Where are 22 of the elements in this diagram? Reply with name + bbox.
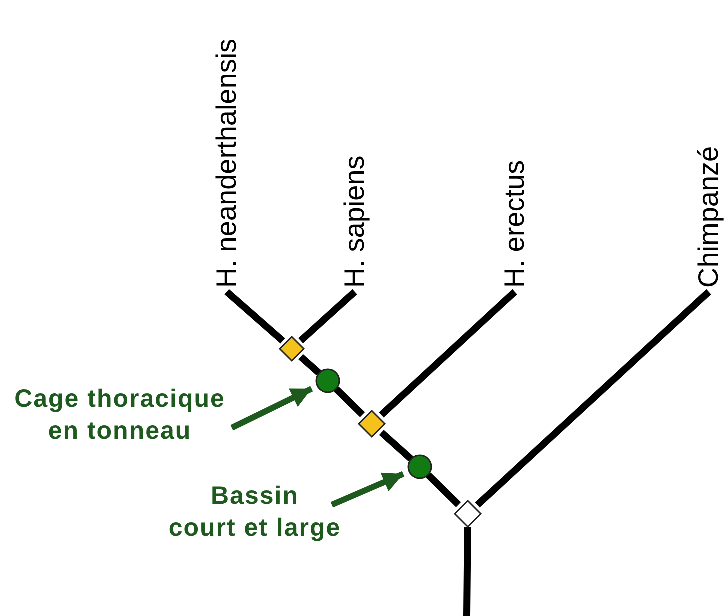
branch-line (334, 386, 366, 418)
species-label: H. sapiens (342, 156, 368, 288)
trait-label: Cage thoracique en tonneau (0, 383, 240, 447)
branch-line (379, 289, 518, 418)
trait-dot (316, 368, 340, 394)
node-diamond (454, 500, 482, 528)
species-label: H. erectus (502, 160, 528, 288)
trait-label: Bassin court et large (160, 480, 350, 544)
branch-line (298, 289, 358, 344)
branch-line (298, 354, 322, 376)
species-label: Chimpanzé (696, 146, 722, 288)
arrow (330, 471, 405, 508)
branch-line (475, 289, 712, 508)
branch-line (426, 472, 462, 508)
node-diamond (358, 410, 386, 438)
species-label: H. neanderthalensis (214, 38, 240, 288)
arrow (230, 386, 314, 431)
branch-line (379, 430, 414, 462)
node-diamond (278, 336, 306, 362)
branch-line (224, 289, 286, 344)
branch-line (464, 526, 472, 616)
trait-dot (408, 454, 432, 480)
